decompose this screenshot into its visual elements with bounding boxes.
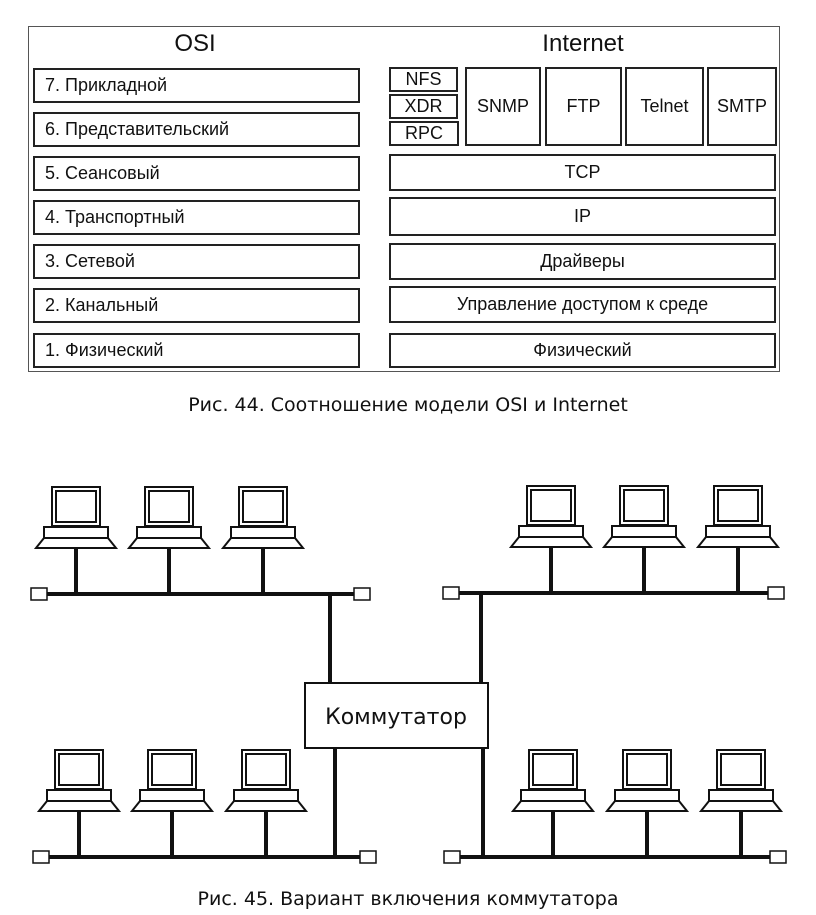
computer-base <box>611 525 677 538</box>
osi-title: OSI <box>174 30 216 57</box>
keyboard <box>220 537 306 549</box>
computer-base <box>705 525 771 538</box>
internet-smtp: SMTP <box>707 67 777 146</box>
osi-layer-5: 5. Сеансовый <box>33 156 360 191</box>
monitor-screen <box>530 489 572 522</box>
keyboard <box>698 800 784 812</box>
monitor-screen <box>717 489 759 522</box>
keyboard <box>126 537 212 549</box>
terminator-icon <box>767 586 785 600</box>
monitor-screen <box>58 753 100 786</box>
terminator-icon <box>443 850 461 864</box>
computer-base <box>520 789 586 802</box>
keyboard <box>604 800 690 812</box>
terminator-icon <box>442 586 460 600</box>
monitor-screen <box>148 490 190 523</box>
computer-base <box>233 789 299 802</box>
terminator-icon <box>30 587 48 601</box>
osi-layer-3: 3. Сетевой <box>33 244 360 279</box>
keyboard <box>129 800 215 812</box>
keyboard <box>695 536 781 548</box>
monitor-screen <box>623 489 665 522</box>
keyboard <box>510 800 596 812</box>
internet-ip: IP <box>389 197 776 236</box>
computer-base <box>43 526 109 539</box>
keyboard <box>601 536 687 548</box>
terminator-icon <box>32 850 50 864</box>
figure-45-caption: Рис. 45. Вариант включения коммутатора <box>197 888 619 910</box>
keyboard <box>508 536 594 548</box>
computer-base <box>708 789 774 802</box>
osi-layer-2: 2. Канальный <box>33 288 360 323</box>
monitor-screen <box>245 753 287 786</box>
osi-layer-7: 7. Прикладной <box>33 68 360 103</box>
internet-nfs: NFS <box>389 67 458 92</box>
terminator-icon <box>353 587 371 601</box>
internet-telnet: Telnet <box>625 67 704 146</box>
monitor-screen <box>626 753 668 786</box>
monitor-screen <box>151 753 193 786</box>
osi-layer-6: 6. Представительский <box>33 112 360 147</box>
monitor-screen <box>532 753 574 786</box>
monitor-screen <box>720 753 762 786</box>
computer-base <box>614 789 680 802</box>
computer-base <box>46 789 112 802</box>
monitor-screen <box>242 490 284 523</box>
internet-xdr: XDR <box>389 94 458 119</box>
internet-title: Internet <box>542 30 624 57</box>
switch-box <box>304 682 489 749</box>
osi-layer-4: 4. Транспортный <box>33 200 360 235</box>
keyboard <box>36 800 122 812</box>
keyboard <box>223 800 309 812</box>
figure-44-caption: Рис. 44. Соотношение модели OSI и Intern… <box>188 394 628 416</box>
computer-base <box>230 526 296 539</box>
internet-physical: Физический <box>389 333 776 368</box>
osi-layer-1: 1. Физический <box>33 333 360 368</box>
internet-tcp: TCP <box>389 154 776 191</box>
monitor-screen <box>55 490 97 523</box>
terminator-icon <box>769 850 787 864</box>
computer-base <box>139 789 205 802</box>
internet-snmp: SNMP <box>465 67 541 146</box>
internet-media-access: Управление доступом к среде <box>389 286 776 323</box>
internet-rpc: RPC <box>389 121 459 146</box>
computer-base <box>136 526 202 539</box>
internet-drivers: Драйверы <box>389 243 776 280</box>
switch-label: Коммутатор <box>325 705 467 730</box>
internet-ftp: FTP <box>545 67 622 146</box>
keyboard <box>33 537 119 549</box>
terminator-icon <box>359 850 377 864</box>
computer-base <box>518 525 584 538</box>
switch-network-diagram: Коммутатор <box>30 485 787 864</box>
